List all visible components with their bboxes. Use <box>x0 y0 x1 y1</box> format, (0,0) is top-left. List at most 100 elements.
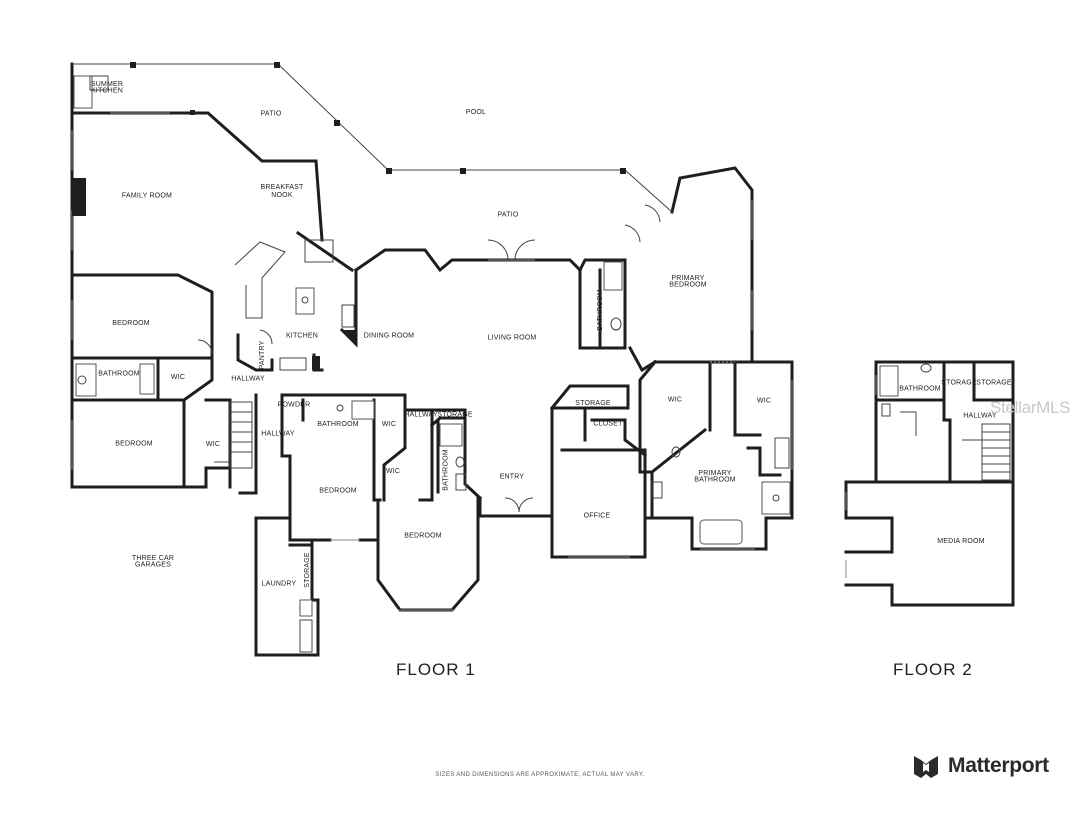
watermark-text: StellarMLS <box>990 398 1071 417</box>
floor-1-label: FLOOR 1 <box>396 660 476 679</box>
room-label-line: HALLWAY <box>404 412 438 419</box>
room-label-powder: POWDER <box>278 402 311 409</box>
room-label-laundry: LAUNDRY <box>262 580 297 587</box>
room-label-line: STORAGE <box>437 412 473 419</box>
room-label-bedroom-4: BEDROOM <box>404 532 442 539</box>
room-label-line: WIC <box>382 421 396 428</box>
room-label-line: BREAKFAST <box>260 184 304 191</box>
disclaimer-text: SIZES AND DIMENSIONS ARE APPROXIMATE, AC… <box>435 772 645 778</box>
floor2-walls <box>844 360 1015 607</box>
floor-2-label: FLOOR 2 <box>893 660 973 679</box>
room-label-line: MEDIA ROOM <box>937 538 985 545</box>
stairs-floor1 <box>214 401 253 469</box>
room-label-line: CLOSET <box>593 421 623 428</box>
floor1-windows <box>71 112 793 611</box>
room-label-line: BEDROOM <box>404 532 442 539</box>
room-label-line: BATHROOM <box>317 421 359 428</box>
room-label-bathroom-f2: BATHROOM <box>899 386 941 393</box>
room-label-bathroom-vert: BATHROOM <box>443 449 450 491</box>
room-label-line: BEDROOM <box>115 440 153 447</box>
room-label-line: THREE CAR <box>132 555 174 562</box>
room-label-line: PRIMARY <box>671 275 704 282</box>
room-label-storage-3: STORAGE <box>304 552 311 588</box>
room-label-bathroom-left: BATHROOM <box>98 370 140 377</box>
room-label-pool: POOL <box>466 109 486 116</box>
patio-boundary <box>72 62 673 213</box>
room-label-wic-2: WIC <box>206 441 220 448</box>
room-label-line: GARAGES <box>135 561 171 568</box>
room-label-line: KITCHEN <box>91 87 123 94</box>
room-label-line: BATHROOM <box>98 370 140 377</box>
room-label-line: FAMILY ROOM <box>122 192 172 199</box>
room-label-patio-mid: PATIO <box>498 211 519 218</box>
stairs-floor2 <box>962 423 1011 481</box>
room-label-storage-f2a: STORAGE <box>941 380 977 387</box>
room-label-hallway-3: HALLWAY <box>404 412 438 419</box>
room-label-line: KITCHEN <box>286 332 318 339</box>
room-label-line: HALLWAY <box>261 430 295 437</box>
room-label-line: PATIO <box>261 110 282 117</box>
room-label-bedroom-1: BEDROOM <box>112 320 150 327</box>
room-label-line: BEDROOM <box>669 281 707 288</box>
room-label-media-room: MEDIA ROOM <box>937 538 985 545</box>
room-label-line: BATHROOM <box>597 289 604 331</box>
room-label-line: STORAGE <box>941 380 977 387</box>
room-label-living-room: LIVING ROOM <box>488 334 537 341</box>
room-label-pantry: PANTRY <box>259 340 266 369</box>
room-label-line: STORAGE <box>575 400 611 407</box>
room-label-bathroom-primary-side: BATHROOM <box>597 289 604 331</box>
room-label-wic-3: WIC <box>382 421 396 428</box>
room-label-line: OFFICE <box>584 512 611 519</box>
room-label-line: LIVING ROOM <box>488 334 537 341</box>
room-label-line: BATHROOM <box>443 449 450 491</box>
room-label-hallway-2: HALLWAY <box>261 430 295 437</box>
room-label-bedroom-3: BEDROOM <box>319 487 357 494</box>
room-label-line: POWDER <box>278 402 311 409</box>
room-label-closet: CLOSET <box>593 421 623 428</box>
room-label-storage-1: STORAGE <box>437 412 473 419</box>
room-label-line: WIC <box>206 441 220 448</box>
room-label-hallway-f2: HALLWAY <box>963 412 997 419</box>
room-label-entry: ENTRY <box>500 473 525 480</box>
room-label-hallway-1: HALLWAY <box>231 375 265 382</box>
room-label-patio-top: PATIO <box>261 110 282 117</box>
room-label-bathroom-mid: BATHROOM <box>317 421 359 428</box>
floor1-fixtures <box>72 75 791 653</box>
room-label-line: BEDROOM <box>319 487 357 494</box>
matterport-logo-icon <box>914 756 938 778</box>
room-label-line: NOOK <box>271 192 293 199</box>
room-label-storage-2: STORAGE <box>575 400 611 407</box>
room-label-line: STORAGE <box>304 552 311 588</box>
room-label-line: BATHROOM <box>899 386 941 393</box>
room-label-bedroom-2: BEDROOM <box>115 440 153 447</box>
room-label-line: BEDROOM <box>112 320 150 327</box>
room-label-line: WIC <box>386 468 400 475</box>
room-label-line: WIC <box>171 374 185 381</box>
room-label-wic-5: WIC <box>668 396 682 403</box>
room-label-line: WIC <box>757 397 771 404</box>
room-label-line: ENTRY <box>500 473 525 480</box>
room-label-wic-4: WIC <box>386 468 400 475</box>
room-label-line: HALLWAY <box>231 375 265 382</box>
room-label-line: PRIMARY <box>698 470 731 477</box>
room-label-line: LAUNDRY <box>262 580 297 587</box>
room-label-dining-room: DINING ROOM <box>364 332 414 339</box>
room-label-kitchen: KITCHEN <box>286 332 318 339</box>
room-label-line: BATHROOM <box>694 476 736 483</box>
room-label-line: WIC <box>668 396 682 403</box>
floor1-walls <box>70 62 794 657</box>
room-label-family-room: FAMILY ROOM <box>122 192 172 199</box>
room-label-line: SUMMER <box>91 81 123 88</box>
room-label-line: POOL <box>466 109 486 116</box>
room-label-storage-f2b: STORAGE <box>976 380 1012 387</box>
matterport-brand: Matterport <box>912 752 1049 780</box>
room-label-line: DINING ROOM <box>364 332 414 339</box>
room-label-line: PATIO <box>498 211 519 218</box>
room-label-wic-6: WIC <box>757 397 771 404</box>
room-label-line: STORAGE <box>976 380 1012 387</box>
